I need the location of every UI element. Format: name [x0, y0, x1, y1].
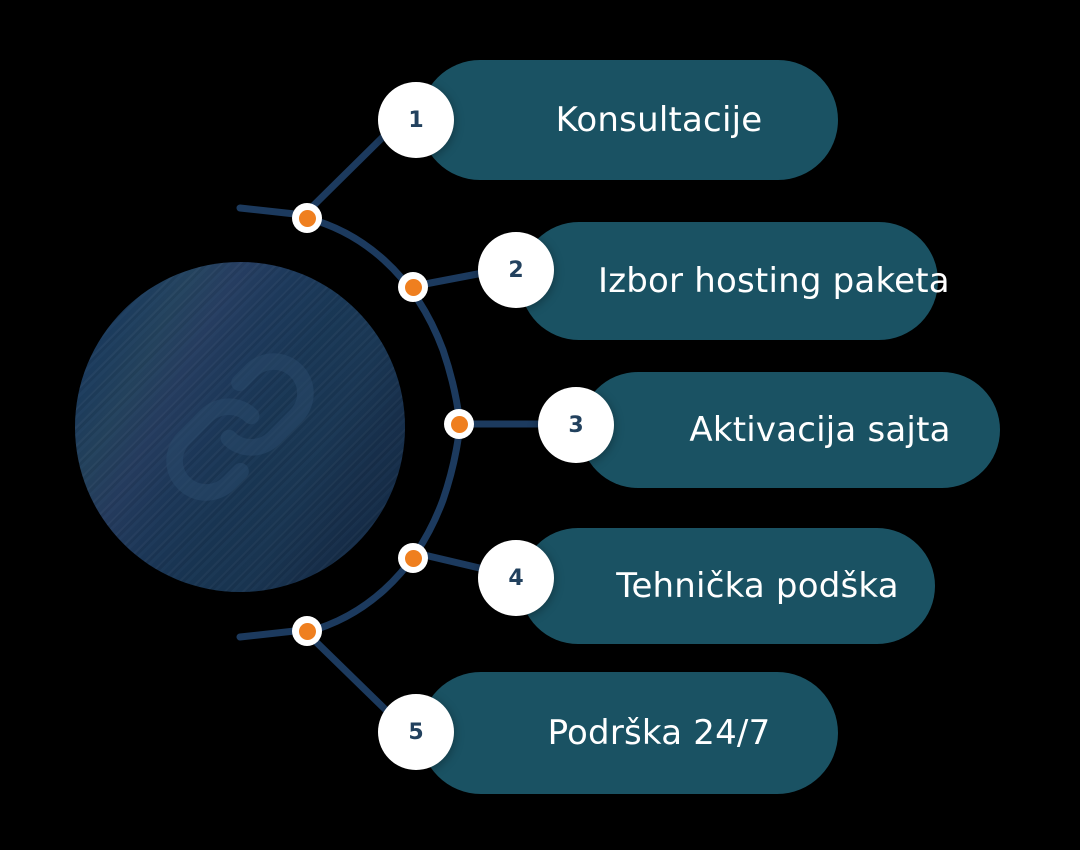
step-pill-1[interactable]: Konsultacije	[420, 60, 838, 180]
step-label-2: Izbor hosting paketa	[598, 261, 950, 301]
step-pill-3[interactable]: Aktivacija sajta	[580, 372, 1000, 488]
link-chain-icon	[166, 353, 314, 501]
hero-circle-image	[75, 262, 405, 592]
step-number-badge-4: 4	[478, 540, 554, 616]
connector-node-4	[398, 543, 428, 573]
step-label-4: Tehnička podška	[616, 566, 899, 606]
node-dot-icon	[404, 278, 422, 296]
step-number-badge-5: 5	[378, 694, 454, 770]
branch-step-4	[416, 550, 492, 574]
hero-tint-overlay	[75, 262, 405, 592]
step-pill-2[interactable]: Izbor hosting paketa	[520, 222, 950, 340]
branch-step-1	[307, 124, 396, 212]
step-pill-5[interactable]: Podrška 24/7	[420, 672, 838, 794]
step-label-1: Konsultacije	[555, 100, 763, 140]
node-dot-icon	[404, 549, 422, 567]
step-label-3: Aktivacija sajta	[689, 410, 951, 450]
branch-step-2	[416, 268, 492, 289]
node-dot-icon	[298, 622, 316, 640]
step-number-badge-3: 3	[538, 387, 614, 463]
connector-node-5	[292, 616, 322, 646]
connector-node-1	[292, 203, 322, 233]
step-label-5: Podrška 24/7	[547, 713, 771, 753]
step-number-badge-2: 2	[478, 232, 554, 308]
connector-node-2	[398, 272, 428, 302]
step-pill-4[interactable]: Tehnička podška	[520, 528, 935, 644]
node-dot-icon	[298, 209, 316, 227]
connector-node-3	[444, 409, 474, 439]
branch-step-5	[307, 633, 396, 720]
step-number-badge-1: 1	[378, 82, 454, 158]
node-dot-icon	[450, 415, 468, 433]
